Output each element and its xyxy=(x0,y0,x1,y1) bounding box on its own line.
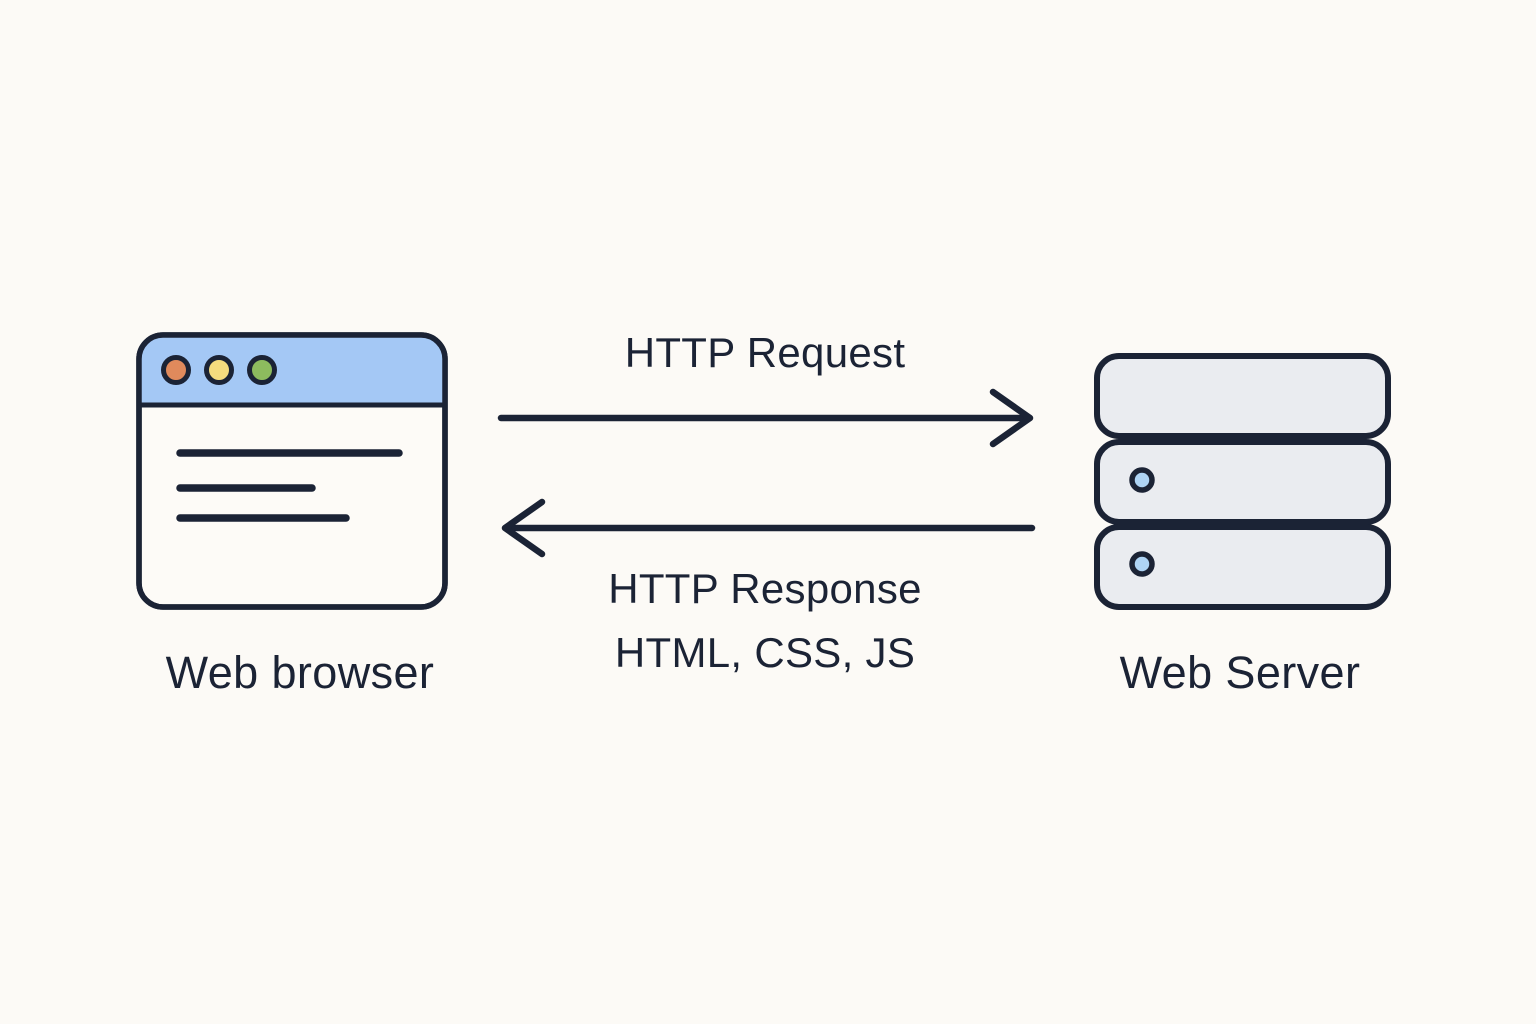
server-stack-illustration xyxy=(1094,353,1391,610)
server-rack-unit-1 xyxy=(1094,353,1391,439)
http-request-arrow xyxy=(497,388,1034,448)
server-status-led-icon-2 xyxy=(1129,551,1155,577)
browser-window-border xyxy=(136,332,448,610)
browser-content-lines xyxy=(176,449,403,522)
http-request-label: HTTP Request xyxy=(624,329,906,376)
server-rack-unit-2 xyxy=(1094,439,1391,525)
server-status-led-icon-1 xyxy=(1129,467,1155,493)
server-caption: Web Server xyxy=(1119,647,1361,698)
http-response-payload-label: HTML, CSS, JS xyxy=(614,629,916,676)
http-response-arrowhead-icon xyxy=(501,498,546,558)
browser-caption: Web browser xyxy=(165,647,435,698)
traffic-light-close-icon[interactable] xyxy=(161,355,191,385)
browser-window-illustration xyxy=(136,332,448,610)
server-rack-unit-3 xyxy=(1094,524,1391,610)
traffic-light-minimize-icon[interactable] xyxy=(204,355,234,385)
http-response-label: HTTP Response xyxy=(608,565,922,612)
http-response-arrow xyxy=(501,498,1036,558)
http-request-arrowhead-icon xyxy=(989,388,1034,448)
http-response-label-group: HTTP Response HTML, CSS, JS xyxy=(545,568,985,674)
traffic-light-maximize-icon[interactable] xyxy=(247,355,277,385)
browser-traffic-lights xyxy=(161,355,277,385)
